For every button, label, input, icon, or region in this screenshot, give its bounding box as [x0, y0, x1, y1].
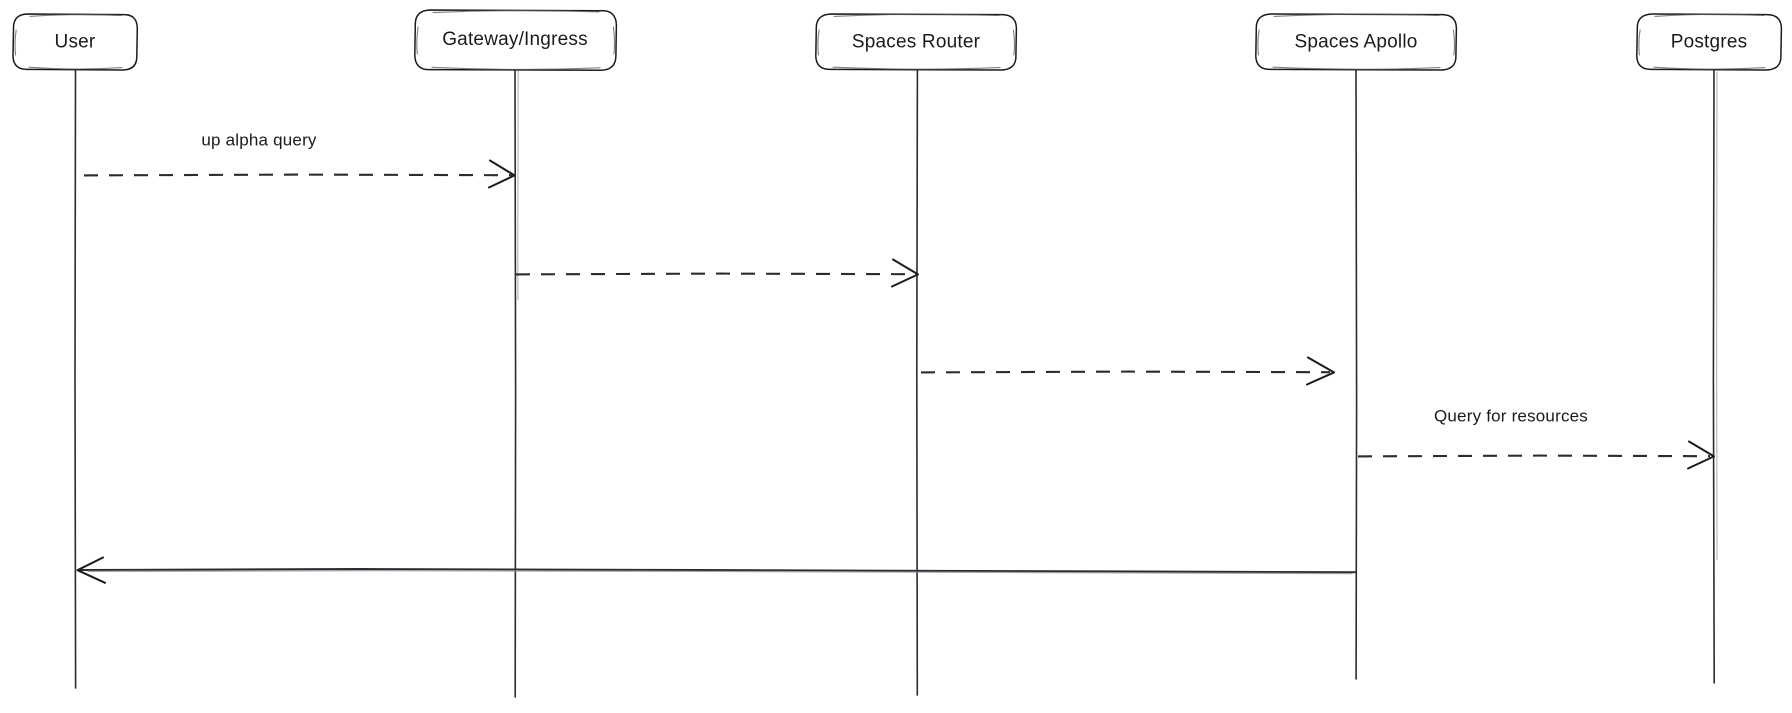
message-1-up-alpha-query[interactable]: up alpha query [83, 130, 516, 189]
participant-postgres-box-sketch [1638, 13, 1766, 70]
message-4-label: Query for resources [1434, 406, 1588, 425]
participant-gateway-label: Gateway/Ingress [442, 29, 588, 50]
message-4-query-for-resources[interactable]: Query for resources [1357, 406, 1715, 470]
message-1-arrowhead [488, 159, 516, 189]
participant-postgres[interactable]: Postgres [1636, 13, 1783, 71]
participant-spaces-apollo-box-sketch [1257, 13, 1456, 70]
participant-gateway[interactable]: Gateway/Ingress [414, 9, 618, 72]
participant-spaces-router-box [815, 13, 1018, 71]
message-2-line [515, 272, 916, 276]
participant-spaces-router-label: Spaces Router [852, 32, 981, 53]
participant-gateway-box-sketch [416, 9, 616, 71]
participant-user[interactable]: User [12, 13, 139, 71]
message-5-arrowhead [76, 556, 106, 584]
message-5-return[interactable] [76, 556, 1357, 584]
participant-boxes-layer: User Gateway/Ingress Spaces Router Space… [12, 9, 1783, 72]
participant-user-label: User [55, 32, 96, 53]
message-2-arrowhead [891, 258, 919, 288]
lifeline-postgres [1712, 69, 1718, 684]
participant-postgres-label: Postgres [1671, 32, 1748, 53]
message-1-label: up alpha query [201, 130, 317, 149]
lifeline-spaces-router [915, 69, 919, 696]
lifelines-layer [74, 69, 1718, 698]
lifeline-gateway [514, 69, 519, 698]
message-3-line [920, 370, 1331, 374]
message-3[interactable] [920, 356, 1335, 386]
message-3-arrowhead [1306, 356, 1335, 386]
message-4-arrowhead [1687, 440, 1715, 470]
message-2[interactable] [515, 258, 919, 288]
lifeline-spaces-apollo [1355, 69, 1358, 680]
participant-spaces-router-box-sketch [817, 13, 1016, 70]
message-1-line [83, 173, 513, 177]
participant-user-box-sketch [14, 13, 123, 70]
participant-user-box [12, 13, 139, 71]
message-5-line-sketch [87, 569, 1353, 575]
message-5-line [79, 568, 1357, 574]
participant-gateway-box [414, 9, 618, 72]
participant-spaces-apollo[interactable]: Spaces Apollo [1255, 13, 1458, 71]
lifeline-user [74, 69, 77, 689]
participant-spaces-apollo-label: Spaces Apollo [1294, 32, 1417, 53]
participant-spaces-router[interactable]: Spaces Router [815, 13, 1018, 71]
participant-spaces-apollo-box [1255, 13, 1458, 71]
message-4-line [1357, 454, 1711, 458]
messages-layer: up alpha query Query for resources [76, 130, 1715, 584]
participant-postgres-box [1636, 13, 1783, 71]
